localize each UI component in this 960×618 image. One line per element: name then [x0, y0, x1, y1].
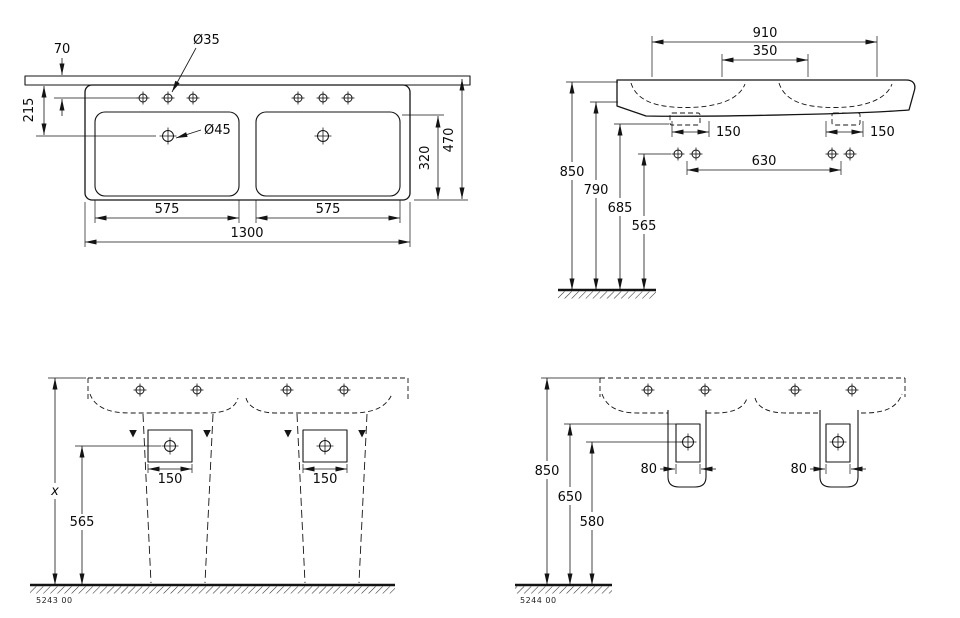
dim-575-right-label: 575	[316, 202, 341, 217]
front-pedestal-view: 150 150 x 565 5243 00	[30, 377, 409, 605]
floor-hatch	[515, 586, 612, 594]
dim-790: 790	[584, 101, 618, 290]
dim-x-label: x	[50, 484, 59, 499]
overflow-hole-icon	[845, 383, 859, 397]
dim-150-right-label: 150	[313, 472, 338, 487]
basin-underside-hidden	[245, 393, 393, 414]
model-number: 5243 00	[36, 596, 73, 605]
dim-565-label: 565	[632, 219, 657, 234]
dim-d45-label: Ø45	[204, 123, 231, 138]
dim-70-label: 70	[54, 42, 71, 57]
dim-565: 565	[70, 445, 161, 585]
dim-565-label: 565	[70, 515, 95, 530]
dim-215-label: 215	[22, 98, 37, 123]
overflow-hole-icon	[788, 383, 802, 397]
dim-850: 850	[560, 81, 618, 290]
dim-1300: 1300	[84, 202, 411, 247]
dim-80-left-label: 80	[640, 462, 657, 477]
dim-630-label: 630	[752, 154, 777, 169]
left-bowl-section	[630, 82, 746, 108]
dim-850-label: 850	[535, 464, 560, 479]
dim-630: 630	[686, 154, 842, 175]
side-view: 910 350 150 150 630	[558, 26, 916, 299]
model-number: 5244 00	[520, 596, 557, 605]
dim-d35-label: Ø35	[193, 33, 220, 48]
dim-320: 320	[402, 114, 444, 199]
dim-150-left-label: 150	[716, 125, 741, 140]
mounting-hole-icon	[843, 147, 857, 161]
dim-850: 850	[535, 377, 600, 585]
dim-575-left: 575	[94, 200, 240, 223]
dim-910-label: 910	[753, 26, 778, 41]
fixing-arrow-icon	[358, 430, 366, 438]
basin-underside-hidden	[89, 393, 239, 414]
dim-150-left: 150	[147, 464, 193, 487]
overflow-hole-icon	[190, 383, 204, 397]
left-fixing-block	[669, 112, 701, 126]
mounting-hole-icon	[689, 147, 703, 161]
dim-150-right-label: 150	[870, 125, 895, 140]
right-bowl	[255, 111, 401, 197]
dim-910: 910	[651, 26, 878, 77]
fixing-arrow-icon	[203, 430, 211, 438]
overflow-hole-icon	[641, 383, 655, 397]
dim-1300-label: 1300	[230, 226, 263, 241]
floor-hatch	[30, 586, 395, 594]
right-bowl-section	[778, 82, 893, 108]
plan-view: 70 215 Ø35 Ø45 575 575	[22, 33, 471, 247]
dim-470-label: 470	[442, 128, 457, 153]
leader-diameter-35: Ø35	[171, 33, 220, 93]
dim-650: 650	[558, 423, 676, 585]
pedestal-outline	[204, 413, 214, 584]
dim-575-right: 575	[255, 200, 401, 223]
dim-685-label: 685	[608, 201, 633, 216]
dim-215: 215	[22, 86, 156, 137]
dim-350-label: 350	[753, 44, 778, 59]
leader-diameter-45: Ø45	[175, 123, 231, 139]
dim-685: 685	[608, 123, 669, 290]
pedestal-outline	[296, 413, 306, 584]
overflow-hole-icon	[698, 383, 712, 397]
dim-80-left: 80	[640, 462, 716, 477]
dim-150-right: 150	[302, 464, 348, 487]
left-bowl	[94, 111, 240, 197]
dim-470: 470	[414, 79, 468, 201]
overflow-hole-icon	[280, 383, 294, 397]
dim-580-label: 580	[580, 515, 605, 530]
back-ledge	[24, 75, 471, 86]
dim-80-right-label: 80	[790, 462, 807, 477]
overflow-hole-icon	[133, 383, 147, 397]
dim-70: 70	[54, 42, 138, 116]
mounting-hole-icon	[671, 147, 685, 161]
dim-150-left-label: 150	[158, 472, 183, 487]
dim-650-label: 650	[558, 490, 583, 505]
fixing-arrow-icon	[284, 430, 292, 438]
floor-hatch	[558, 291, 656, 299]
dim-80-right: 80	[790, 462, 866, 477]
dim-790-label: 790	[584, 183, 609, 198]
basin-profile	[616, 79, 916, 117]
fixing-arrow-icon	[129, 430, 137, 438]
pedestal-outline	[142, 413, 152, 584]
dim-565: 565	[632, 153, 671, 290]
right-fixing-block	[831, 112, 861, 126]
dim-350: 350	[721, 44, 809, 77]
pedestal-outline	[358, 413, 368, 584]
dim-150-left: 150	[671, 121, 741, 140]
dim-850-label: 850	[560, 165, 585, 180]
overflow-hole-icon	[337, 383, 351, 397]
dim-575-left-label: 575	[155, 202, 180, 217]
dim-150-right: 150	[825, 121, 895, 140]
dim-x: x	[48, 377, 86, 585]
mounting-hole-icon	[825, 147, 839, 161]
front-siphon-view: 80 80 850 650 580 524	[515, 377, 906, 605]
dim-320-label: 320	[418, 146, 433, 171]
dim-580: 580	[580, 441, 682, 585]
